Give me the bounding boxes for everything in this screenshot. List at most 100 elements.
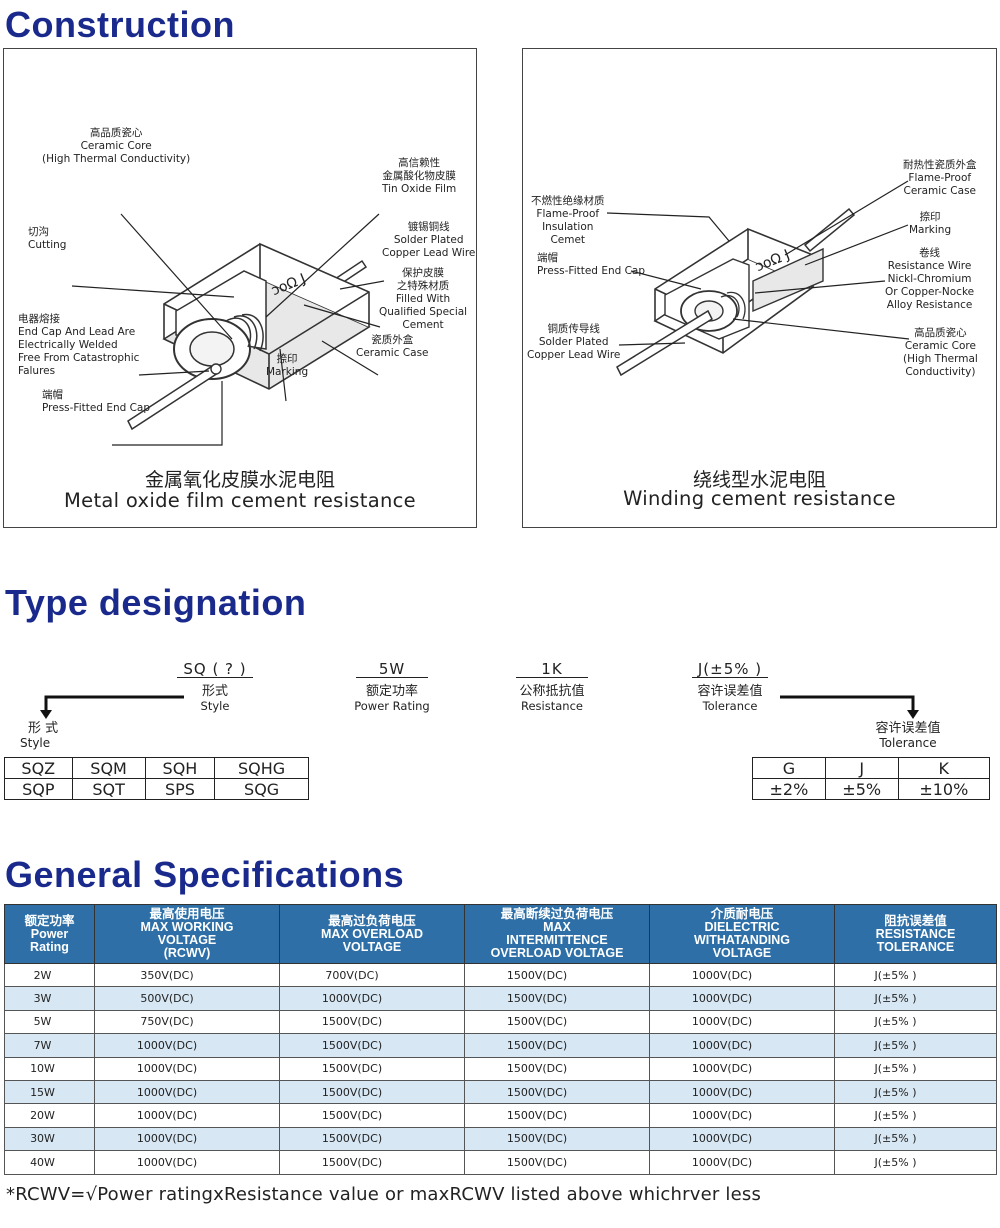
table-cell: 1000V(DC) bbox=[649, 1056, 835, 1081]
table-cell: 1000V(DC) bbox=[94, 1126, 280, 1152]
table-cell: 5W bbox=[4, 1009, 95, 1035]
ceramic-case-label: 瓷质外盒 Ceramic Case bbox=[356, 334, 429, 359]
tolerance-part: J(±5% ) 容许误差值 Tolerance bbox=[672, 662, 788, 713]
table-cell: 1000V(DC) bbox=[279, 986, 465, 1011]
table-cell: 2W bbox=[4, 962, 95, 988]
table-cell: 10W bbox=[4, 1056, 95, 1081]
construction-heading: Construction bbox=[5, 4, 235, 45]
table-cell: 1500V(DC) bbox=[279, 1103, 465, 1128]
table-cell: 1000V(DC) bbox=[94, 1103, 280, 1128]
table-cell: 30W bbox=[4, 1126, 95, 1152]
winding-diagram-panel: 耐热性瓷质外盒 Flame-Proof Ceramic Case 不燃性绝缘材质… bbox=[522, 48, 997, 528]
table-cell: 350V(DC) bbox=[94, 962, 280, 988]
metal-oxide-diagram-panel: 高品质瓷心 Ceramic Core (High Thermal Conduct… bbox=[3, 48, 477, 528]
winding-resistor-drawing bbox=[606, 180, 910, 377]
solder-lead-wire-label: 镀锡铜线 Solder Plated Copper Lead Wire bbox=[382, 221, 476, 259]
metal-oxide-caption-en: Metal oxide film cement resistance bbox=[64, 489, 416, 512]
table-cell: 1500V(DC) bbox=[464, 962, 650, 988]
table-cell: 1500V(DC) bbox=[464, 1033, 650, 1058]
table-cell: 1000V(DC) bbox=[94, 1079, 280, 1105]
metal-oxide-resistor-drawing bbox=[71, 213, 385, 446]
style-table-caption: 形 式 Style bbox=[20, 721, 59, 751]
table-cell: J(±5% ) bbox=[834, 1126, 997, 1152]
metal-oxide-caption-cn: 金属氧化皮膜水泥电阻 bbox=[144, 469, 335, 491]
table-cell: 40W bbox=[4, 1150, 95, 1175]
table-cell: J(±5% ) bbox=[834, 1033, 997, 1058]
general-specifications-heading: General Specifications bbox=[5, 854, 405, 895]
table-cell: J(±5% ) bbox=[834, 1056, 997, 1081]
table-cell: 1000V(DC) bbox=[649, 1009, 835, 1035]
table-cell: J(±5% ) bbox=[834, 986, 997, 1011]
table-cell: J(±5% ) bbox=[834, 1009, 997, 1035]
table-cell: J(±5% ) bbox=[834, 1150, 997, 1175]
table-cell: 1000V(DC) bbox=[649, 962, 835, 988]
table-cell: 1500V(DC) bbox=[279, 1150, 465, 1175]
rcwv-footnote: *RCWV=√Power ratingxResistance value or … bbox=[6, 1184, 762, 1205]
table-cell: 500V(DC) bbox=[94, 986, 280, 1011]
table-cell: 1500V(DC) bbox=[464, 1079, 650, 1105]
table-cell: 1500V(DC) bbox=[279, 1033, 465, 1058]
marking-label: 捺印 Marking bbox=[909, 211, 952, 236]
table-cell: 1500V(DC) bbox=[279, 1126, 465, 1152]
resistance-part: 1K 公称抵抗值 Resistance bbox=[497, 662, 607, 713]
table-cell: 20W bbox=[4, 1103, 95, 1128]
ceramic-core-label: 高品质瓷心 Ceramic Core (High Thermal Conduct… bbox=[42, 127, 191, 165]
flame-proof-case-label: 耐热性瓷质外盒 Flame-Proof Ceramic Case bbox=[903, 159, 977, 197]
table-cell: 1000V(DC) bbox=[649, 1079, 835, 1105]
table-cell: 1500V(DC) bbox=[279, 1056, 465, 1081]
table-cell: 1500V(DC) bbox=[464, 1009, 650, 1035]
style-code-part: SQ ( ? ) 形式 Style bbox=[160, 662, 270, 713]
table-cell: 1500V(DC) bbox=[279, 1079, 465, 1105]
table-cell: J(±5% ) bbox=[834, 962, 997, 988]
table-cell: 1500V(DC) bbox=[464, 1150, 650, 1175]
table-cell: 1000V(DC) bbox=[649, 1103, 835, 1128]
table-cell: 1500V(DC) bbox=[464, 1056, 650, 1081]
table-cell: 1000V(DC) bbox=[649, 986, 835, 1011]
power-code: 5W bbox=[356, 662, 428, 678]
table-cell: 1000V(DC) bbox=[94, 1150, 280, 1175]
table-cell: 7W bbox=[4, 1033, 95, 1058]
table-cell: 15W bbox=[4, 1079, 95, 1105]
table-cell: 1000V(DC) bbox=[94, 1033, 280, 1058]
table-cell: 1000V(DC) bbox=[649, 1126, 835, 1152]
cutting-label: 切沟 Cutting bbox=[28, 226, 67, 251]
table-cell: J(±5% ) bbox=[834, 1079, 997, 1105]
tin-oxide-film-label: 高信赖性 金属酸化物皮膜 Tin Oxide Film bbox=[382, 157, 457, 195]
table-cell: 1500V(DC) bbox=[279, 1009, 465, 1035]
copper-lead-wire-label: 铜质传导线 Solder Plated Copper Lead Wire bbox=[527, 323, 621, 361]
table-cell: 3W bbox=[4, 986, 95, 1011]
table-cell: 1000V(DC) bbox=[649, 1150, 835, 1175]
table-cell: 1500V(DC) bbox=[464, 1126, 650, 1152]
table-cell: 1000V(DC) bbox=[649, 1033, 835, 1058]
type-designation-heading: Type designation bbox=[5, 582, 307, 623]
insulation-label: 不燃性绝缘材质 Flame-Proof Insulation Cemet bbox=[531, 195, 605, 246]
marking-label: 捺印 Marking bbox=[266, 353, 309, 378]
table-cell: 1000V(DC) bbox=[94, 1056, 280, 1081]
resistance-wire-label: 卷线 Resistance Wire Nickl-Chromium Or Cop… bbox=[885, 247, 975, 311]
style-code: SQ ( ? ) bbox=[177, 662, 253, 678]
table-cell: 750V(DC) bbox=[94, 1009, 280, 1035]
press-fitted-end-cap-label: 端帽 Press-Fitted End Cap bbox=[537, 252, 646, 277]
table-cell: 1500V(DC) bbox=[464, 1103, 650, 1128]
press-fitted-end-cap-label: 端帽 Press-Fitted End Cap bbox=[42, 389, 151, 414]
tolerance-table-caption: 容许误差值 Tolerance bbox=[875, 721, 941, 751]
power-rating-part: 5W 额定功率 Power Rating bbox=[354, 660, 430, 714]
winding-caption-cn: 绕线型水泥电阻 bbox=[692, 469, 826, 491]
ceramic-core-label: 高品质瓷心 Ceramic Core (High Thermal Conduct… bbox=[903, 327, 978, 378]
table-cell: 1500V(DC) bbox=[464, 986, 650, 1011]
